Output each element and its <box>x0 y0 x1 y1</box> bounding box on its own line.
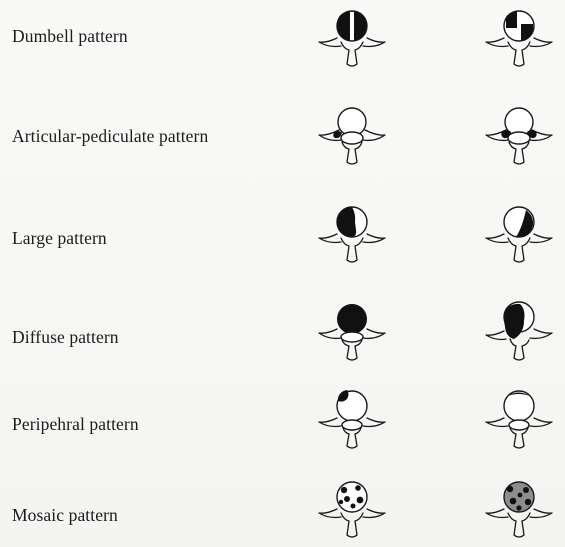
pattern-row-mosaic: Mosaic pattern <box>0 475 565 545</box>
vertebra-diagram-articular-pediculate-left <box>317 102 387 172</box>
pattern-row-large: Large pattern <box>0 200 565 270</box>
vertebra-diagram-mosaic-left <box>317 475 387 545</box>
pattern-label: Large pattern <box>12 228 107 249</box>
pattern-label: Peripehral pattern <box>12 414 139 435</box>
pattern-label: Articular-pediculate pattern <box>12 126 208 147</box>
vertebra-diagram-diffuse-right <box>484 297 554 367</box>
vertebra-diagram-articular-pediculate-right <box>484 102 554 172</box>
pattern-row-diffuse: Diffuse pattern <box>0 297 565 367</box>
pattern-row-peripheral: Peripehral pattern <box>0 384 565 454</box>
vertebra-diagram-large-left <box>317 200 387 270</box>
pattern-row-dumbell: Dumbell pattern <box>0 4 565 74</box>
pattern-label: Dumbell pattern <box>12 26 128 47</box>
pattern-label: Mosaic pattern <box>12 505 118 526</box>
vertebra-diagram-dumbell-left <box>317 4 387 74</box>
pattern-label: Diffuse pattern <box>12 327 119 348</box>
vertebra-diagram-large-right <box>484 200 554 270</box>
vertebra-diagram-peripheral-right <box>484 384 554 454</box>
vertebra-diagram-peripheral-left <box>317 384 387 454</box>
pattern-row-articular-pediculate: Articular-pediculate pattern <box>0 102 565 172</box>
vertebra-diagram-dumbell-right <box>484 4 554 74</box>
vertebra-diagram-mosaic-right <box>484 475 554 545</box>
vertebra-diagram-diffuse-left <box>317 297 387 367</box>
